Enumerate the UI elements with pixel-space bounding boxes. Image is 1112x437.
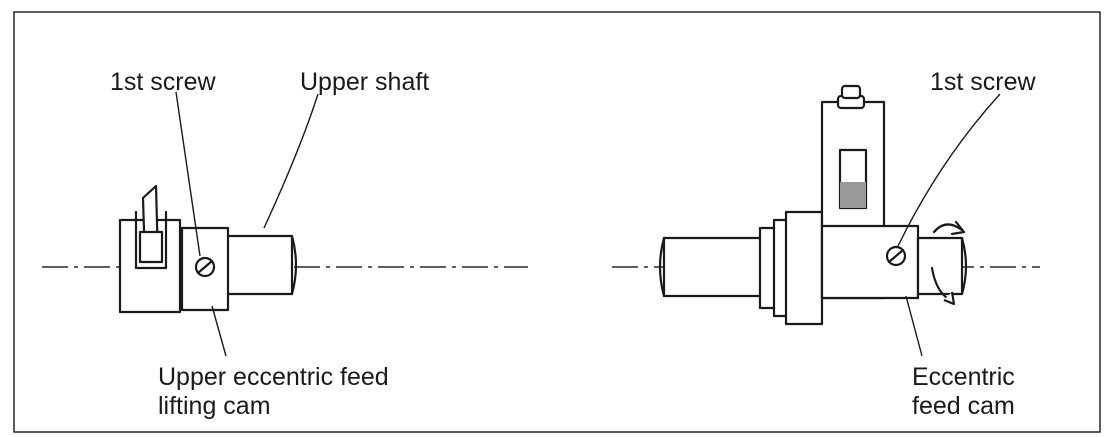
upper-shaft-leader xyxy=(263,93,319,229)
left-screw-label: 1st screw xyxy=(110,68,217,96)
hub-body xyxy=(784,210,824,326)
rotation-arrow-top xyxy=(932,223,964,234)
upper-shaft-end xyxy=(290,234,298,296)
upper-shaft-label: Upper shaft xyxy=(300,68,429,96)
lifting-cam-leader xyxy=(211,305,227,357)
diagram-frame xyxy=(13,11,1101,433)
lifting-cam-label-line2: lifting cam xyxy=(158,392,271,420)
right-shaft-extension-end xyxy=(960,236,968,296)
left-screw-slot xyxy=(196,259,214,275)
right-screw-label: 1st screw xyxy=(930,68,1037,96)
eccentric-cam-label-line1: Eccentric xyxy=(912,363,1015,391)
eccentric-cam-leader xyxy=(905,295,923,357)
feed-rod-bolt-head xyxy=(840,84,862,100)
right-shaft-end xyxy=(658,236,666,298)
eccentric-cam-label-line2: feed cam xyxy=(912,392,1015,420)
lifting-cam-slot xyxy=(134,210,168,270)
left-screw-leader xyxy=(175,91,201,257)
right-shaft xyxy=(662,236,768,298)
left-view: 1st screw Upper shaft Upper eccentric fe… xyxy=(42,68,528,420)
right-screw-slot xyxy=(887,248,905,264)
lifting-cam-arm-foot xyxy=(138,230,164,264)
right-view: 1st screw Eccentric feed cam xyxy=(612,68,1040,420)
lifting-cam-collar xyxy=(180,226,230,312)
lifting-cam-label-line1: Upper eccentric feed xyxy=(158,363,389,391)
right-screw-leader xyxy=(897,93,1001,247)
rotation-arrow-top-head xyxy=(950,220,966,236)
feed-rod-slot-shade xyxy=(840,182,866,208)
upper-shaft xyxy=(224,234,294,296)
right-shaft-extension xyxy=(916,236,964,296)
rotation-arrow-bottom-head xyxy=(943,291,956,306)
